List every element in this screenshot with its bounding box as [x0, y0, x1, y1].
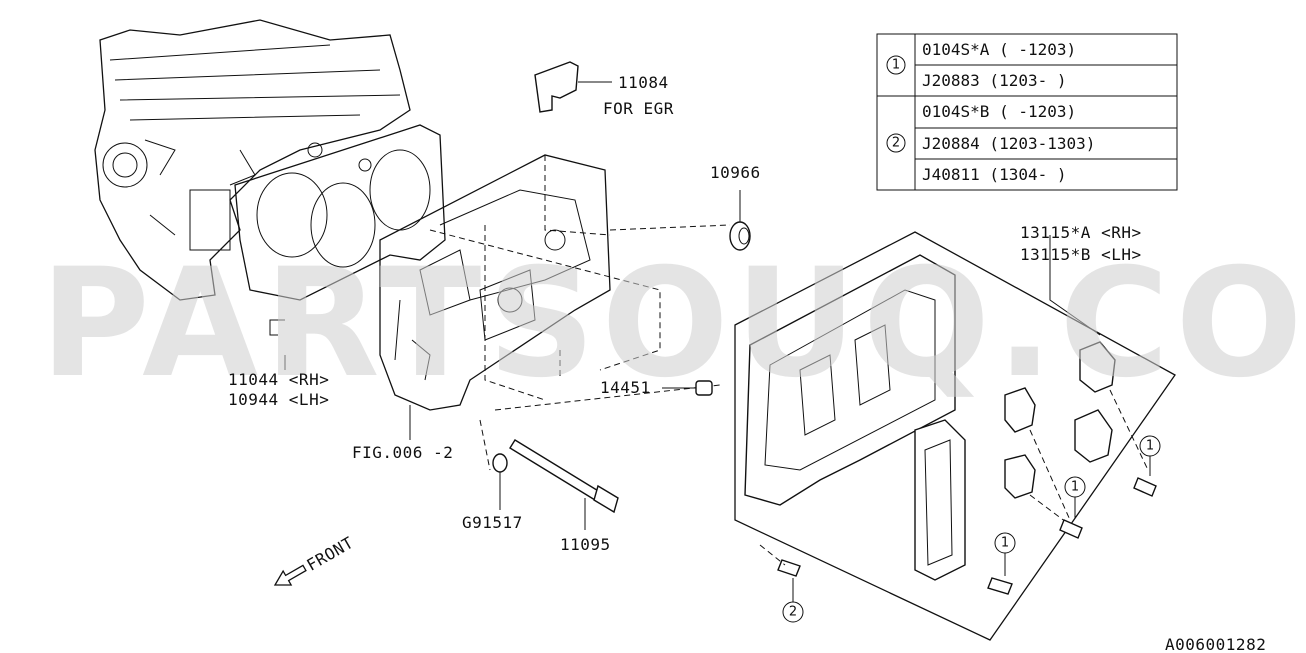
svg-text:1: 1: [1001, 536, 1009, 551]
label-11044: 11044 <RH>: [228, 370, 329, 389]
label-13115a: 13115*A <RH>: [1020, 223, 1142, 242]
label-13115b: 13115*B <LH>: [1020, 245, 1142, 264]
table-row: 0104S*B ( -1203): [922, 102, 1076, 121]
leader-lines: [284, 355, 411, 440]
callout-1-b: 1: [1064, 476, 1086, 518]
camshaft-cap-set-13115: [734, 231, 1176, 641]
label-11084: 11084: [618, 73, 669, 92]
label-g91517: G91517: [462, 513, 523, 532]
part-reference-table: 1 2 0104S*A ( -1203) J20883 (1203- ) 010…: [876, 33, 1178, 191]
seal-10966: [729, 190, 751, 251]
cylinder-head-illustration: [379, 154, 611, 411]
table-row: J40811 (1304- ): [922, 165, 1067, 184]
label-14451: 14451: [600, 378, 651, 397]
watermark-text: PARTSOUQ.COM: [40, 237, 1306, 411]
label-11095: 11095: [560, 535, 611, 554]
table-group1-marker: 1: [892, 58, 900, 73]
engine-block-illustration: [94, 19, 411, 301]
table-row: J20884 (1203-1303): [922, 134, 1095, 153]
callout-1-c: 1: [994, 532, 1016, 576]
svg-text:1: 1: [1146, 439, 1154, 454]
svg-text:1: 1: [1071, 480, 1079, 495]
front-label: FRONT: [303, 533, 356, 575]
callout-1-a: 1: [1139, 435, 1161, 476]
callout-2-a: 2: [782, 578, 804, 623]
label-fig006: FIG.006 -2: [352, 443, 453, 462]
front-direction-indicator: FRONT: [273, 533, 357, 586]
table-group2-marker: 2: [892, 136, 900, 151]
label-10966: 10966: [710, 163, 761, 182]
head-gasket-illustration: [234, 124, 446, 336]
label-diagram-code: A006001282: [1165, 635, 1266, 653]
egr-bracket-11084: [534, 61, 612, 113]
washer-g91517: [492, 453, 508, 510]
plug-14451: [662, 380, 713, 396]
label-10944: 10944 <LH>: [228, 390, 329, 409]
assembly-guide-lines: [429, 155, 731, 471]
table-row: J20883 (1203- ): [922, 71, 1067, 90]
svg-text:2: 2: [789, 605, 797, 620]
label-for-egr: FOR EGR: [603, 99, 674, 118]
head-bolt-11095: [509, 439, 619, 530]
table-row: 0104S*A ( -1203): [922, 40, 1076, 59]
